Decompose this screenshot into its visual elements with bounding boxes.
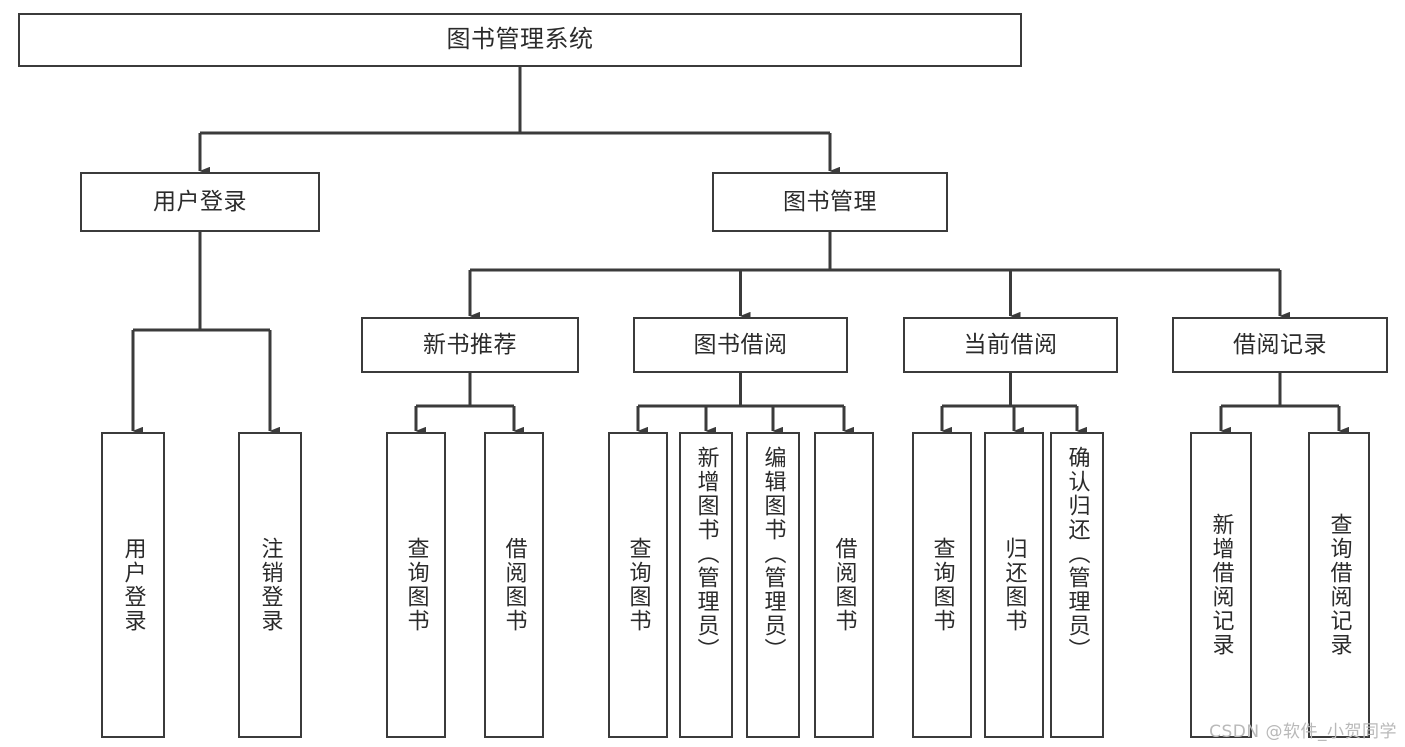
node-label: 确认归还（管理员） [1064,446,1090,662]
node-leaf-return-book[interactable]: 归还图书 [984,432,1044,738]
node-label: 当前借阅 [963,331,1058,358]
node-label: 图书借阅 [693,331,788,358]
node-label: 图书管理 [783,188,877,215]
node-new-book-rec[interactable]: 新书推荐 [361,317,579,373]
node-label: 用户登录 [120,537,146,633]
node-root-图书管理系统[interactable]: 图书管理系统 [18,13,1022,67]
node-label: 归还图书 [1001,537,1027,633]
node-label: 借阅记录 [1233,331,1327,358]
node-label: 查询图书 [403,537,429,633]
node-leaf-borrow-book-rec[interactable]: 借阅图书 [484,432,544,738]
node-leaf-add-record[interactable]: 新增借阅记录 [1190,432,1252,738]
node-leaf-add-book[interactable]: 新增图书（管理员） [679,432,733,738]
node-label: 编辑图书（管理员） [760,446,786,662]
node-label: 新增借阅记录 [1208,513,1234,657]
node-label: 注销登录 [257,537,283,633]
node-leaf-edit-book[interactable]: 编辑图书（管理员） [746,432,800,738]
csdn-watermark: CSDN @软件_小贺同学 [1209,722,1397,742]
node-borrow-record[interactable]: 借阅记录 [1172,317,1388,373]
node-leaf-query-book-rec[interactable]: 查询图书 [386,432,446,738]
node-label: 新书推荐 [423,331,517,358]
node-leaf-query-book-current[interactable]: 查询图书 [912,432,972,738]
node-leaf-user-login[interactable]: 用户登录 [101,432,165,738]
node-current-borrow[interactable]: 当前借阅 [903,317,1118,373]
node-label: 查询借阅记录 [1326,513,1352,657]
node-leaf-query-record[interactable]: 查询借阅记录 [1308,432,1370,738]
node-label: 查询图书 [929,537,955,633]
node-book-borrow[interactable]: 图书借阅 [633,317,848,373]
node-label: 图书管理系统 [446,25,594,54]
node-leaf-borrow-book[interactable]: 借阅图书 [814,432,874,738]
node-book-manage[interactable]: 图书管理 [712,172,948,232]
node-label: 借阅图书 [831,537,857,633]
node-user-login[interactable]: 用户登录 [80,172,320,232]
node-label: 借阅图书 [501,537,527,633]
node-leaf-query-book-borrow[interactable]: 查询图书 [608,432,668,738]
node-label: 用户登录 [153,188,247,215]
node-label: 查询图书 [625,537,651,633]
node-label: 新增图书（管理员） [693,446,719,662]
node-leaf-confirm-return[interactable]: 确认归还（管理员） [1050,432,1104,738]
node-leaf-user-logout[interactable]: 注销登录 [238,432,302,738]
